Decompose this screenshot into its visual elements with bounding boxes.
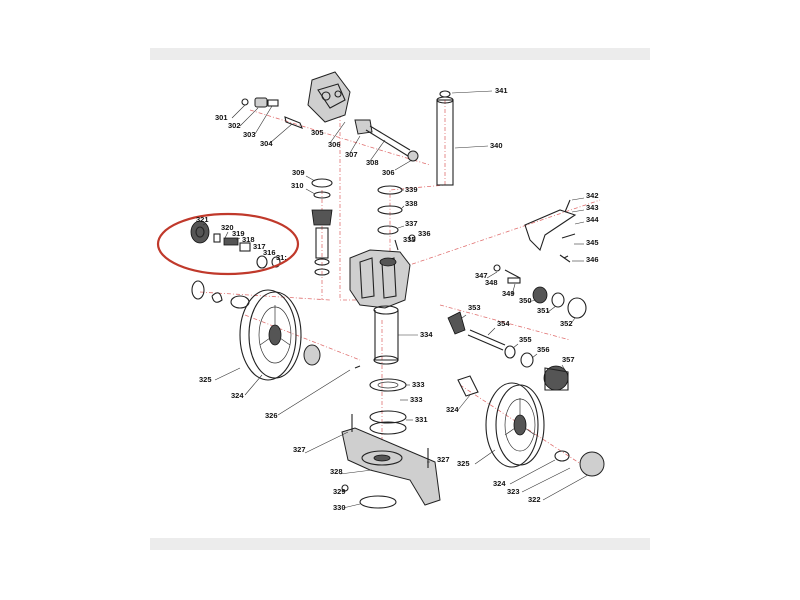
part-label-342: 342 (586, 191, 599, 200)
right-wheel (457, 375, 605, 501)
part-label-355: 355 (519, 335, 532, 344)
part-label-343: 343 (586, 203, 599, 212)
part-label-320: 320 (221, 223, 234, 232)
pump-housing (349, 249, 418, 365)
part-label-348: 348 (485, 278, 498, 287)
bottom-band (150, 538, 650, 550)
part-label-325: 325 (457, 459, 470, 468)
part-label-352: 352 (560, 319, 573, 328)
part-label-346: 346 (586, 255, 599, 264)
part-label-350: 350 (519, 296, 532, 305)
part-label-340: 340 (490, 141, 503, 150)
part-label-336: 336 (418, 229, 431, 238)
part-label-319: 319 (232, 229, 245, 238)
yoke-bracket (307, 71, 351, 123)
part-label-305: 305 (311, 128, 324, 137)
part-label-356: 356 (537, 345, 550, 354)
check-valve-line (447, 311, 569, 391)
part-label-306: 306 (328, 140, 341, 149)
part-label-327: 327 (293, 445, 306, 454)
part-label-324: 324 (231, 391, 244, 400)
part-label-309: 309 (292, 168, 305, 177)
left-wheel (191, 280, 361, 416)
part-label-307: 307 (345, 150, 358, 159)
part-label-325: 325 (199, 375, 212, 384)
part-label-330: 330 (333, 503, 346, 512)
release-valve-line (486, 264, 587, 326)
part-label-347: 347 (475, 271, 488, 280)
part-label-334: 334 (420, 330, 433, 339)
part-label-323: 323 (507, 487, 520, 496)
part-label-304: 304 (260, 139, 273, 148)
part-label-331: 331 (415, 415, 428, 424)
part-label-344: 344 (586, 215, 599, 224)
part-label-321: 321 (196, 215, 209, 224)
part-label-316: 316 (263, 248, 276, 257)
piston-rod (436, 90, 493, 186)
part-label-335: 335 (403, 235, 416, 244)
part-label-328: 328 (330, 467, 343, 476)
part-label-327: 327 (437, 455, 450, 464)
pin-301-304 (231, 97, 303, 144)
part-label-303: 303 (243, 130, 256, 139)
part-label-306: 306 (382, 168, 395, 177)
part-label-324: 324 (446, 405, 459, 414)
bearing-stack (369, 378, 413, 435)
part-label-318: 318 (242, 235, 255, 244)
part-label-301: 301 (215, 113, 228, 122)
part-label-308: 308 (366, 158, 379, 167)
part-label-339: 339 (405, 185, 418, 194)
part-label-31: 31: (276, 253, 287, 262)
spring-column (305, 175, 333, 276)
part-label-349: 349 (502, 289, 515, 298)
pin-306-308 (329, 119, 419, 171)
top-band (150, 48, 650, 60)
part-label-337: 337 (405, 219, 418, 228)
part-label-338: 338 (405, 199, 418, 208)
part-label-351: 351 (537, 306, 550, 315)
part-label-341: 341 (495, 86, 508, 95)
base-frame (304, 414, 441, 509)
part-label-333: 333 (412, 380, 425, 389)
seal-stack (377, 185, 416, 251)
valve-group (190, 220, 281, 269)
part-label-329: 329 (333, 487, 346, 496)
part-label-324: 324 (493, 479, 506, 488)
handle-bracket (524, 197, 585, 263)
part-label-333: 333 (410, 395, 423, 404)
part-label-354: 354 (497, 319, 510, 328)
part-label-322: 322 (528, 495, 541, 504)
part-label-357: 357 (562, 355, 575, 364)
part-label-302: 302 (228, 121, 241, 130)
part-label-326: 326 (265, 411, 278, 420)
highlight-ring (156, 212, 300, 276)
part-label-353: 353 (468, 303, 481, 312)
part-label-317: 317 (253, 242, 266, 251)
part-label-310: 310 (291, 181, 304, 190)
part-label-345: 345 (586, 238, 599, 247)
